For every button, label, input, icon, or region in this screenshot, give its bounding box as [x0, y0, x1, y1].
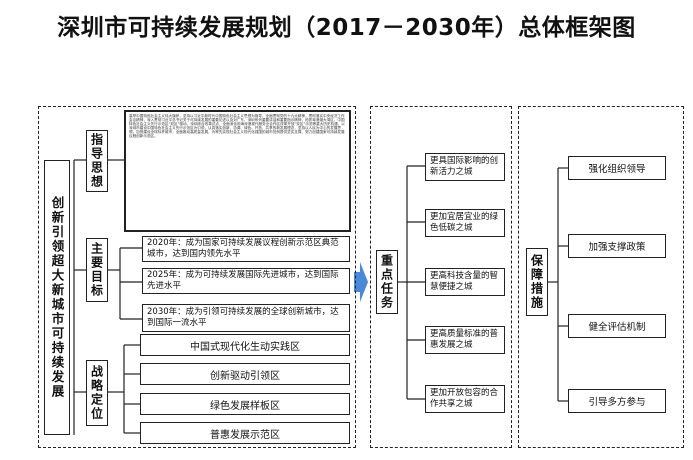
guide-text-box: 高举中国特色社会主义伟大旗帜，坚持以习近平新时代中国特色社会主义思想为指导，全面…: [124, 110, 351, 232]
main-goal-box: 创新引领超大新城市可持续发展: [44, 160, 70, 435]
guarantee-item: 强化组织领导: [568, 156, 666, 180]
page-title: 深圳市可持续发展规划（2017－2030年）总体框架图: [57, 15, 636, 41]
positioning-item: 普惠发展示范区: [140, 422, 350, 444]
goal-item: 2025年：成为可持续发展国际先进城市，达到国际先进水平: [142, 268, 350, 294]
guarantee-item: 健全评估机制: [568, 314, 666, 338]
task-item: 更高质量标准的普惠发展之城: [425, 326, 505, 354]
left-section-frame: [38, 106, 356, 448]
positioning-item: 创新驱动引领区: [140, 363, 350, 385]
positioning-label: 战略定位: [86, 360, 108, 426]
goal-item: 2030年：成为引领可持续发展的全球创新城市，达到国际一流水平: [142, 304, 350, 332]
tasks-label: 重点任务: [376, 250, 398, 314]
goal-item: 2020年：成为国家可持续发展议程创新示范区典范城市，达到国内领先水平: [142, 236, 350, 262]
positioning-item: 中国式现代化生动实践区: [140, 334, 350, 356]
guarantee-label: 保障措施: [526, 248, 548, 316]
guarantee-item: 引导多方参与: [568, 389, 666, 413]
task-item: 更高科技含量的智慧便捷之城: [425, 268, 505, 296]
goals-label: 主要目标: [86, 238, 108, 302]
positioning-item: 绿色发展样板区: [140, 393, 350, 415]
right-arrow-icon: [354, 262, 368, 302]
tasks-section-frame: [370, 106, 512, 448]
guide-label: 指导思想: [86, 130, 108, 192]
task-item: 更具国际影响的创新活力之城: [425, 153, 505, 181]
task-item: 更加开放包容的合作共享之城: [425, 385, 505, 413]
guarantee-section-frame: [518, 106, 684, 448]
task-item: 更加宜居宜业的绿色低碳之城: [425, 209, 505, 237]
guarantee-item: 加强支撑政策: [568, 234, 666, 258]
